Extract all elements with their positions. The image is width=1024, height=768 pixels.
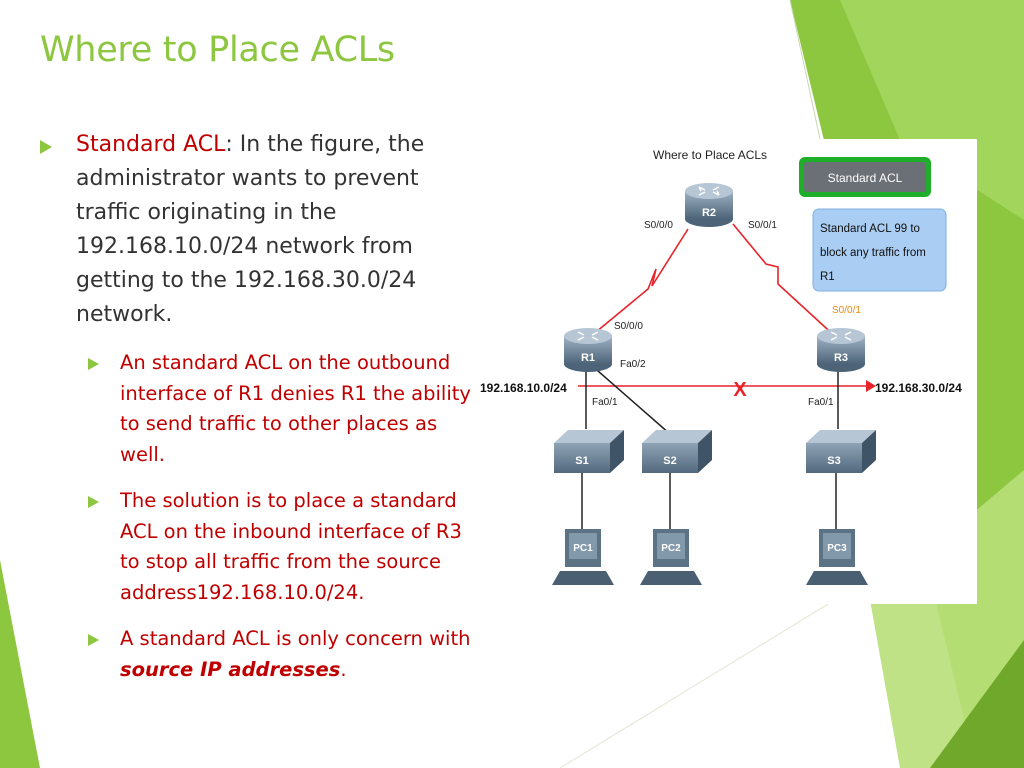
- slide-content: Standard ACL: In the figure, the adminis…: [40, 128, 480, 685]
- figure-title: Where to Place ACLs: [653, 148, 767, 162]
- r2-interface-left: S0/0/0: [644, 220, 673, 231]
- network-right-label: 192.168.30.0/24: [875, 381, 962, 395]
- router-r3[interactable]: R3: [817, 328, 865, 372]
- pc-pc2-label: PC2: [661, 543, 681, 554]
- router-r2[interactable]: R2: [685, 183, 733, 227]
- switch-s2[interactable]: S2: [642, 430, 712, 473]
- switch-s1-label: S1: [575, 455, 588, 467]
- router-r1[interactable]: R1: [564, 328, 612, 372]
- sub-bullet-text: The solution is to place a standard ACL …: [120, 489, 462, 604]
- callout-line-2: block any traffic from: [820, 247, 926, 259]
- pc-pc3[interactable]: PC3: [806, 529, 868, 585]
- sub-bullet-2: The solution is to place a standard ACL …: [76, 486, 480, 608]
- pc-pc2[interactable]: PC2: [640, 529, 702, 585]
- r1-interface-fa01: Fa0/1: [592, 397, 618, 408]
- bullet-lead: Standard ACL: [76, 132, 226, 157]
- switch-s1[interactable]: S1: [554, 430, 624, 473]
- r1-interface-fa02: Fa0/2: [620, 359, 646, 370]
- network-left-label: 192.168.10.0/24: [480, 381, 567, 395]
- switch-s3[interactable]: S3: [806, 430, 876, 473]
- wan-link-r2-r3: [732, 223, 839, 340]
- callout-line-1: Standard ACL 99 to: [820, 223, 920, 235]
- standard-acl-button[interactable]: Standard ACL: [799, 157, 931, 197]
- standard-acl-button-label: Standard ACL: [828, 171, 903, 185]
- wan-link-r1-r2: [595, 228, 689, 333]
- pc-pc3-label: PC3: [827, 543, 847, 554]
- r3-interface-fa01: Fa0/1: [808, 397, 834, 408]
- slide-title: Where to Place ACLs: [40, 30, 395, 70]
- sub-bullet-arrow-icon: [88, 358, 99, 370]
- main-bullet: Standard ACL: In the figure, the adminis…: [40, 128, 480, 332]
- router-r3-label: R3: [834, 352, 848, 364]
- blocked-traffic-mark: X: [733, 379, 747, 401]
- bullet-text: : In the figure, the administrator wants…: [76, 132, 425, 327]
- sub-bullet-3: A standard ACL is only concern with sour…: [76, 624, 480, 685]
- sub-bullet-text-pre: A standard ACL is only concern with: [120, 627, 471, 650]
- pc-pc1-label: PC1: [573, 543, 593, 554]
- r2-interface-right: S0/0/1: [748, 220, 777, 231]
- router-r1-label: R1: [581, 352, 595, 364]
- sub-bullet-emphasis: source IP addresses: [120, 657, 341, 681]
- switch-s3-label: S3: [827, 455, 840, 467]
- bullet-arrow-icon: [40, 140, 52, 154]
- acl-callout: Standard ACL 99 to block any traffic fro…: [812, 208, 947, 292]
- r3-interface-serial: S0/0/1: [832, 305, 861, 316]
- sub-bullet-arrow-icon: [88, 634, 99, 646]
- switch-s2-label: S2: [663, 455, 676, 467]
- callout-line-3: R1: [820, 271, 835, 283]
- sub-bullet-1: An standard ACL on the outbound interfac…: [76, 348, 480, 470]
- pc-pc1[interactable]: PC1: [552, 529, 614, 585]
- network-figure: Where to Place ACLs Standard ACL Standar…: [478, 139, 977, 604]
- sub-bullet-text-post: .: [340, 657, 347, 681]
- sub-bullet-text: An standard ACL on the outbound interfac…: [120, 351, 471, 466]
- r1-interface-serial: S0/0/0: [614, 321, 643, 332]
- router-r2-label: R2: [702, 207, 716, 219]
- sub-bullet-arrow-icon: [88, 496, 99, 508]
